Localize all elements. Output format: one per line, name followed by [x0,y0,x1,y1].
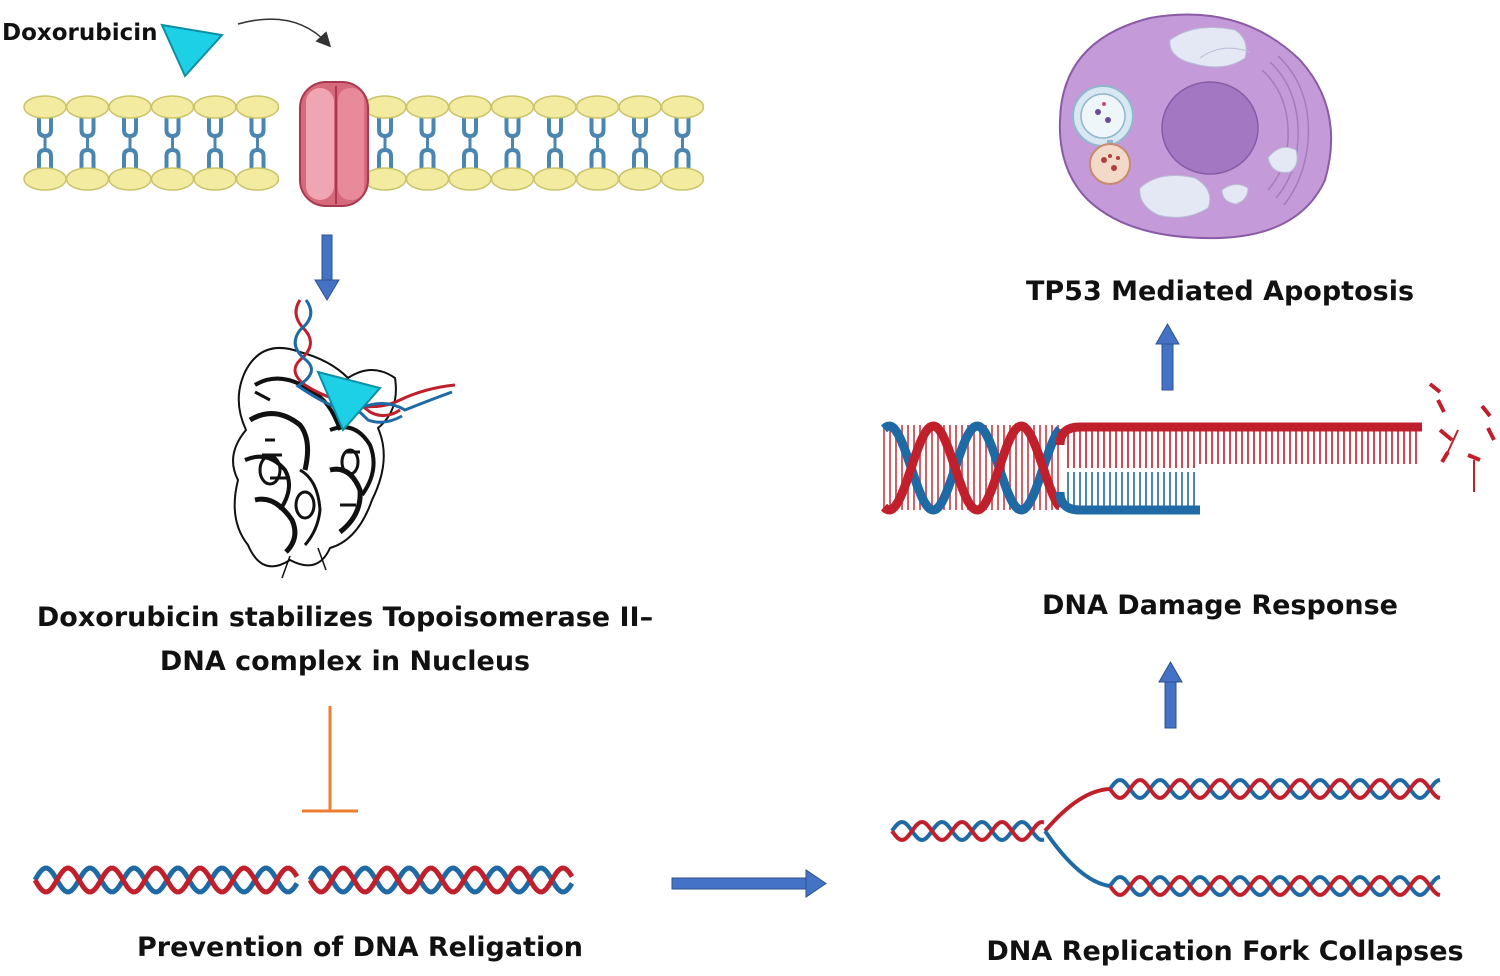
lipid-bilayer [23,95,705,191]
down-arrow [314,234,340,301]
stabilizes-line-1: Doxorubicin stabilizes Topoisomerase II– [36,602,654,633]
inhibition-bar [302,706,358,813]
parent-dna [890,819,1045,843]
broken-dna [32,865,575,895]
doxorubicin-label: Doxorubicin [2,20,158,46]
up-arrow-damage [1158,660,1183,729]
daughter-dna-top [1108,777,1441,801]
apoptotic-body-icon [1072,85,1134,185]
up-arrow-apoptosis [1155,322,1180,391]
damage-response-label: DNA Damage Response [1042,590,1398,621]
entry-curve-arrow [237,18,332,48]
doxorubicin-bound-triangle-icon [316,370,382,432]
replication-fork [890,777,1441,898]
fork-collapse-label: DNA Replication Fork Collapses [986,936,1464,967]
membrane-channel-icon [299,81,369,207]
daughter-dna-bottom [1108,874,1441,898]
dna-segment-right [307,865,575,895]
stabilizes-label: Doxorubicin stabilizes Topoisomerase II–… [0,596,690,684]
dna-segment-left [32,865,300,895]
doxorubicin-triangle-icon [160,23,224,78]
apoptotic-cell-icon [1058,13,1333,240]
damaged-dna [880,382,1496,515]
right-arrow [671,869,827,898]
topoisomerase-icon [232,347,397,579]
prevention-label: Prevention of DNA Religation [137,932,583,963]
apoptosis-label: TP53 Mediated Apoptosis [1025,276,1415,307]
stabilizes-line-2: DNA complex in Nucleus [159,646,531,677]
